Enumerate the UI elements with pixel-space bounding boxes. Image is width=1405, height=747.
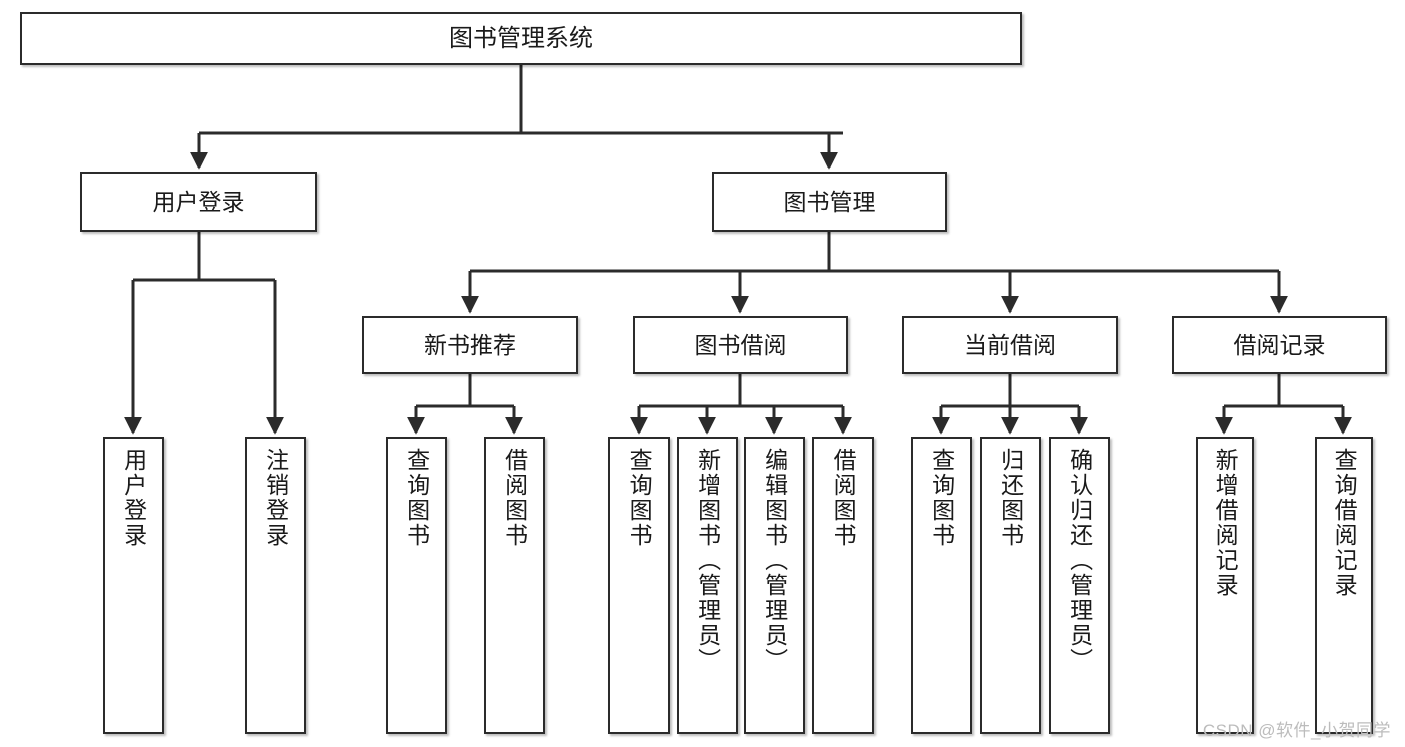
leaf-user-login-logout-label: 注销登录	[262, 448, 289, 548]
node-current-borrow[interactable]: 当前借阅	[902, 316, 1118, 374]
node-user-login-label: 用户登录	[152, 188, 245, 215]
leaf-current-borrow-return-label: 归还图书	[997, 448, 1024, 548]
node-book-borrow-label: 图书借阅	[694, 331, 787, 358]
node-user-login[interactable]: 用户登录	[80, 172, 317, 232]
leaf-user-login-login-label: 用户登录	[120, 448, 147, 548]
node-borrow-record-label: 借阅记录	[1233, 331, 1326, 358]
leaf-current-borrow-return[interactable]: 归还图书	[980, 437, 1041, 734]
leaf-new-book-query[interactable]: 查询图书	[386, 437, 447, 734]
leaf-book-borrow-borrow-label: 借阅图书	[830, 448, 857, 548]
node-book-manage[interactable]: 图书管理	[712, 172, 947, 232]
leaf-book-borrow-edit[interactable]: 编辑图书（管理员）	[744, 437, 805, 734]
leaf-book-borrow-query[interactable]: 查询图书	[608, 437, 670, 734]
node-root[interactable]: 图书管理系统	[20, 12, 1022, 65]
node-new-book-recommend-label: 新书推荐	[424, 331, 516, 358]
leaf-book-borrow-add-label: 新增图书（管理员）	[694, 448, 721, 673]
node-book-borrow[interactable]: 图书借阅	[633, 316, 848, 374]
leaf-book-borrow-query-label: 查询图书	[626, 448, 653, 548]
leaf-user-login-login[interactable]: 用户登录	[103, 437, 164, 734]
leaf-new-book-borrow[interactable]: 借阅图书	[484, 437, 545, 734]
leaf-current-borrow-confirm-label: 确认归还（管理员）	[1066, 448, 1093, 673]
watermark: CSDN @软件_小贺同学	[1202, 721, 1391, 740]
leaf-book-borrow-add[interactable]: 新增图书（管理员）	[677, 437, 738, 734]
leaf-borrow-record-query-label: 查询借阅记录	[1331, 448, 1358, 598]
leaf-borrow-record-query[interactable]: 查询借阅记录	[1315, 437, 1373, 734]
leaf-book-borrow-edit-label: 编辑图书（管理员）	[761, 448, 788, 673]
node-book-manage-label: 图书管理	[783, 188, 876, 215]
leaf-current-borrow-query-label: 查询图书	[928, 448, 955, 548]
leaf-borrow-record-add-label: 新增借阅记录	[1212, 448, 1239, 598]
leaf-user-login-logout[interactable]: 注销登录	[245, 437, 306, 734]
leaf-current-borrow-query[interactable]: 查询图书	[911, 437, 972, 734]
leaf-borrow-record-add[interactable]: 新增借阅记录	[1196, 437, 1254, 734]
leaf-new-book-query-label: 查询图书	[403, 448, 430, 548]
node-borrow-record[interactable]: 借阅记录	[1172, 316, 1387, 374]
leaf-new-book-borrow-label: 借阅图书	[501, 448, 528, 548]
node-new-book-recommend[interactable]: 新书推荐	[362, 316, 578, 374]
node-root-label: 图书管理系统	[449, 24, 593, 52]
node-current-borrow-label: 当前借阅	[964, 331, 1056, 358]
leaf-book-borrow-borrow[interactable]: 借阅图书	[812, 437, 874, 734]
leaf-current-borrow-confirm[interactable]: 确认归还（管理员）	[1049, 437, 1110, 734]
